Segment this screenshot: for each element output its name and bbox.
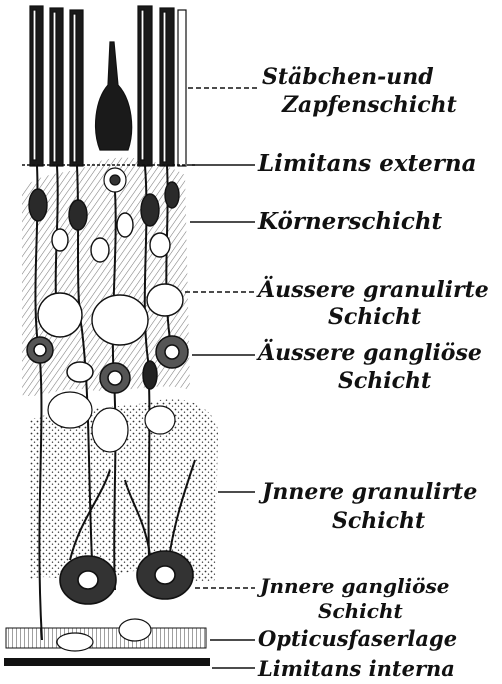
label-opticusfaserlage: Opticusfaserlage (258, 626, 457, 651)
layer-labels: Stäbchen-und Zapfenschicht Limitans exte… (256, 64, 489, 681)
label-rods-cones-line1: Stäbchen-und (262, 64, 434, 90)
label-limitans-externa: Limitans externa (257, 150, 477, 177)
optic-fibre-layer (6, 628, 206, 648)
label-koernerschicht: Körnerschicht (257, 208, 443, 235)
label-aeussere-gangliose-line2: Schicht (338, 368, 431, 394)
label-aeussere-granulirte-line2: Schicht (328, 304, 421, 330)
limitans-interna-band (4, 658, 210, 666)
label-innere-granulirte-line1: Jnnere granulirte (258, 479, 477, 505)
label-rods-cones-line2: Zapfenschicht (281, 92, 457, 118)
label-aeussere-gangliose-line1: Äussere gangliöse (256, 338, 482, 366)
label-limitans-interna: Limitans interna (257, 656, 455, 681)
label-innere-granulirte-line2: Schicht (332, 508, 425, 534)
label-innere-gangliose-line2: Schicht (318, 599, 403, 623)
label-innere-gangliose-line1: Jnnere gangliöse (256, 574, 449, 598)
label-aeussere-granulirte-line1: Äussere granulirte (256, 275, 489, 303)
retina-illustration (4, 6, 218, 666)
